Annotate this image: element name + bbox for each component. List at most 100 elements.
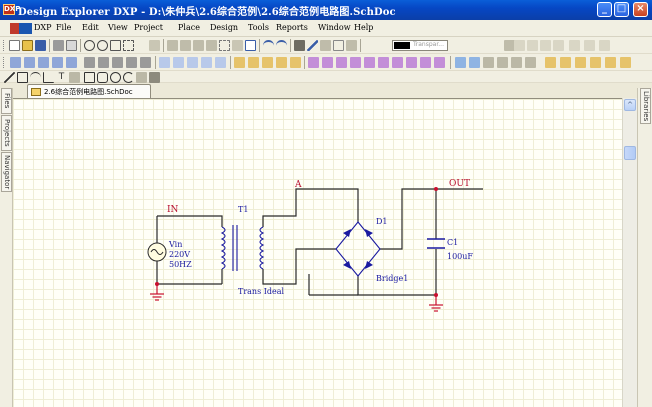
- pen-icon[interactable]: [307, 40, 318, 51]
- menu-dxp[interactable]: DXP: [34, 23, 52, 32]
- flip-flop-icon[interactable]: [308, 57, 319, 68]
- comparator-icon[interactable]: [420, 57, 431, 68]
- bridge-rectifier-symbol[interactable]: [335, 221, 381, 277]
- new-icon[interactable]: [9, 40, 20, 51]
- dxp-logo-icon[interactable]: [10, 23, 32, 34]
- crosshair-icon[interactable]: [245, 40, 256, 51]
- round-rectangle-icon[interactable]: [97, 72, 108, 83]
- gate-not-icon[interactable]: [262, 57, 273, 68]
- print-icon[interactable]: [53, 40, 64, 51]
- cross-probe-icon[interactable]: [136, 40, 147, 51]
- pin-icon[interactable]: [483, 57, 494, 68]
- open-icon[interactable]: [22, 40, 33, 51]
- rectangle-icon[interactable]: [84, 72, 95, 83]
- grid-icon[interactable]: [333, 40, 344, 51]
- move-icon[interactable]: [232, 40, 243, 51]
- probe-6-icon[interactable]: [620, 57, 631, 68]
- toolbar-more-icon[interactable]: [346, 40, 357, 51]
- menu-help[interactable]: Help: [354, 23, 374, 32]
- latch-icon[interactable]: [378, 57, 389, 68]
- ac-source-symbol[interactable]: [147, 242, 167, 262]
- gate-and-icon[interactable]: [234, 57, 245, 68]
- port-icon[interactable]: [140, 57, 151, 68]
- zoom-area-icon[interactable]: [110, 40, 121, 51]
- bezier-icon[interactable]: [43, 72, 54, 83]
- inductor-icon[interactable]: [187, 57, 198, 68]
- paste-icon[interactable]: [180, 40, 191, 51]
- align-center-icon[interactable]: [527, 40, 538, 51]
- line-icon[interactable]: [4, 72, 15, 83]
- distribute-icon[interactable]: [569, 40, 580, 51]
- zoom-in-icon[interactable]: [84, 40, 95, 51]
- menu-design[interactable]: Design: [210, 23, 239, 32]
- decoder-icon[interactable]: [364, 57, 375, 68]
- close-button[interactable]: ×: [633, 2, 648, 17]
- transformer-symbol[interactable]: [220, 225, 265, 271]
- graphic-icon[interactable]: [136, 72, 147, 83]
- ground-symbol-left[interactable]: [150, 284, 164, 301]
- minimize-button[interactable]: _: [597, 2, 612, 17]
- vdd-icon[interactable]: [38, 57, 49, 68]
- counter-icon[interactable]: [322, 57, 333, 68]
- align-bottom-icon[interactable]: [584, 40, 595, 51]
- color-selector[interactable]: Transpar...: [392, 40, 448, 51]
- menu-place[interactable]: Place: [178, 23, 200, 32]
- undo-icon[interactable]: [263, 40, 274, 51]
- menu-window[interactable]: Window: [318, 23, 351, 32]
- text-string-icon[interactable]: T: [58, 72, 65, 82]
- power-port-icon[interactable]: [10, 57, 21, 68]
- probe-icon[interactable]: [545, 57, 556, 68]
- menu-reports[interactable]: Reports: [276, 23, 308, 32]
- rubber-stamp-icon[interactable]: [193, 40, 204, 51]
- toolbar-overflow-icon[interactable]: [504, 40, 515, 51]
- text-icon[interactable]: [599, 40, 610, 51]
- ground-symbol-right[interactable]: [429, 295, 443, 312]
- tab-projects[interactable]: Projects: [1, 115, 12, 151]
- shifter-icon[interactable]: [392, 57, 403, 68]
- zoom-out-icon[interactable]: [97, 40, 108, 51]
- probe-2-icon[interactable]: [560, 57, 571, 68]
- tab-navigator[interactable]: Navigator: [1, 152, 12, 192]
- pin-more-icon[interactable]: [497, 57, 508, 68]
- gate-xor-icon[interactable]: [276, 57, 287, 68]
- grid-snap-icon[interactable]: [455, 57, 466, 68]
- sheet-symbol-icon[interactable]: [525, 57, 536, 68]
- text-frame-icon[interactable]: [69, 72, 80, 83]
- document-tab[interactable]: 2.6综合范例电路图.SchDoc: [27, 84, 151, 98]
- tab-libraries[interactable]: Libraries: [640, 88, 651, 124]
- cut-icon[interactable]: [149, 40, 160, 51]
- schematic-canvas[interactable]: IN A OUT Vin 220V 50HZ T1 Trans Ideal D1…: [13, 98, 622, 407]
- signal-ground-icon[interactable]: [98, 57, 109, 68]
- capacitor-symbol[interactable]: [427, 238, 445, 249]
- buffer-icon[interactable]: [290, 57, 301, 68]
- snap-icon[interactable]: [469, 57, 480, 68]
- transistor-icon[interactable]: [215, 57, 226, 68]
- align-right-icon[interactable]: [540, 40, 551, 51]
- vertical-scrollbar[interactable]: ^: [622, 98, 637, 407]
- bus-power-icon[interactable]: [126, 57, 137, 68]
- net-label-in[interactable]: IN: [167, 205, 179, 215]
- print-preview-icon[interactable]: [66, 40, 77, 51]
- menu-project[interactable]: Project: [134, 23, 163, 32]
- vss-icon[interactable]: [66, 57, 77, 68]
- capacitor-icon[interactable]: [173, 57, 184, 68]
- menu-view[interactable]: View: [108, 23, 128, 32]
- align-left-icon[interactable]: [514, 40, 525, 51]
- earth-icon[interactable]: [112, 57, 123, 68]
- probe-5-icon[interactable]: [605, 57, 616, 68]
- probe-4-icon[interactable]: [590, 57, 601, 68]
- save-icon[interactable]: [35, 40, 46, 51]
- menu-file[interactable]: File: [56, 23, 72, 32]
- vcc-icon[interactable]: [24, 57, 35, 68]
- select-area-icon[interactable]: [219, 40, 230, 51]
- paste-array-icon[interactable]: [206, 40, 217, 51]
- zoom-selected-icon[interactable]: [123, 40, 134, 51]
- scroll-thumb[interactable]: [624, 146, 636, 160]
- gate-or-icon[interactable]: [248, 57, 259, 68]
- pie-icon[interactable]: [123, 72, 134, 83]
- adder-icon[interactable]: [406, 57, 417, 68]
- align-top-icon[interactable]: [553, 40, 564, 51]
- probe-3-icon[interactable]: [575, 57, 586, 68]
- mux-icon[interactable]: [350, 57, 361, 68]
- copy-icon[interactable]: [167, 40, 178, 51]
